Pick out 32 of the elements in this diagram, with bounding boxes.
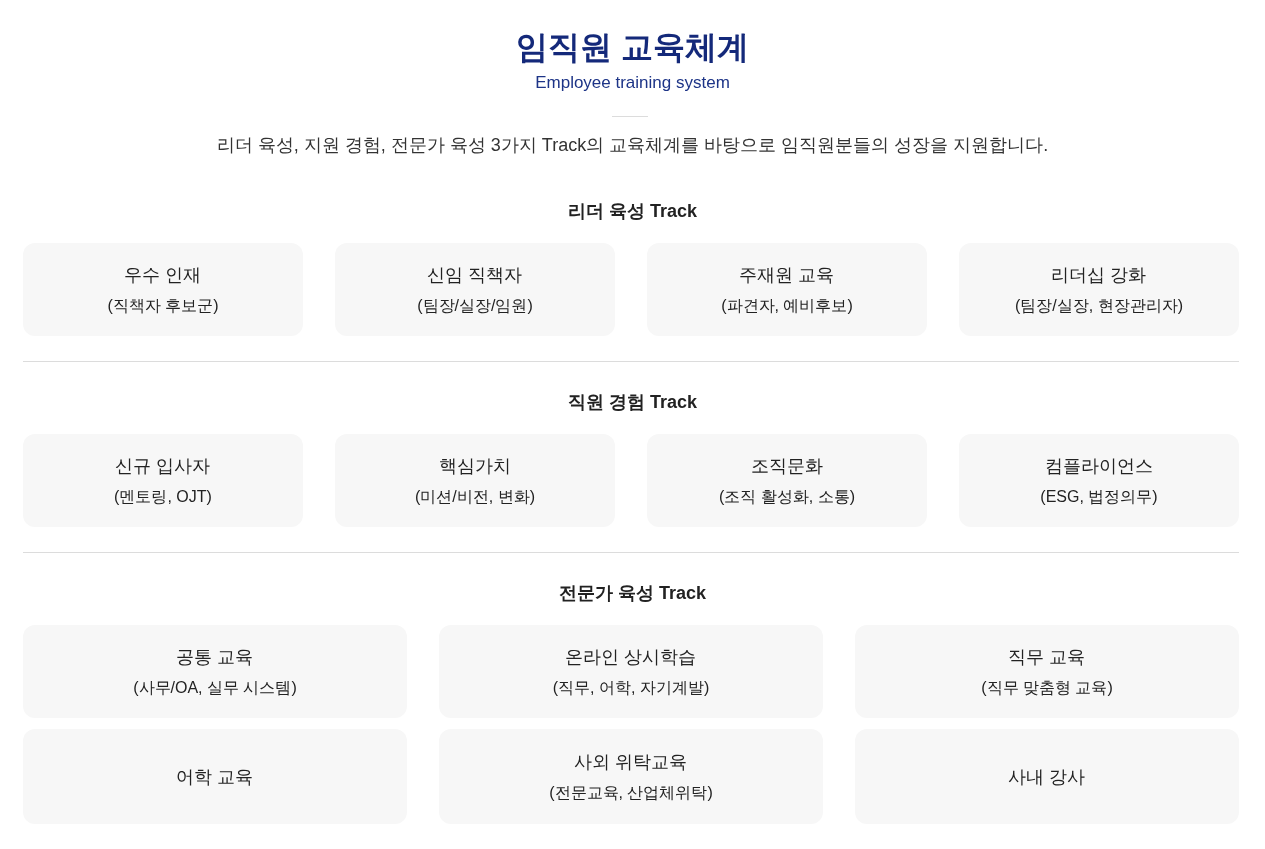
card-title: 사외 위탁교육 xyxy=(574,750,688,774)
card-title: 우수 인재 xyxy=(124,263,202,287)
card-subtitle: (팀장/실장/임원) xyxy=(417,295,533,316)
subtitle: Employee training system xyxy=(534,73,731,93)
card-title: 신규 입사자 xyxy=(115,454,211,478)
card-title: 조직문화 xyxy=(751,454,823,478)
section-heading: 직원 경험 Track xyxy=(566,391,698,414)
card-title: 주재원 교육 xyxy=(739,263,835,287)
section-heading: 리더 육성 Track xyxy=(566,200,698,223)
section-heading: 전문가 육성 Track xyxy=(557,582,707,605)
card-subtitle: (조직 활성화, 소통) xyxy=(719,486,855,507)
page-title: 임직원 교육체계 xyxy=(515,28,750,67)
description-text: 리더 육성, 지원 경험, 전문가 육성 3가지 Track의 교육체계를 바탕으로 임직원분들의 성장을 지원합니다. xyxy=(215,134,1050,157)
card-subtitle: (직무 맞춤형 교육) xyxy=(981,677,1113,698)
card-subtitle: (직책자 후보군) xyxy=(107,295,219,316)
card-title: 온라인 상시학습 xyxy=(565,645,697,669)
card-subtitle: (직무, 어학, 자기계발) xyxy=(552,677,710,698)
card-subtitle: (파견자, 예비후보) xyxy=(721,295,853,316)
card-title: 공통 교육 xyxy=(176,645,254,669)
card-title: 사내 강사 xyxy=(1008,765,1086,789)
card-title: 핵심가치 xyxy=(439,454,511,478)
card-subtitle: (전문교육, 산업체위탁) xyxy=(549,782,713,803)
card-title: 신임 직책자 xyxy=(427,263,523,287)
card-title: 컴플라이언스 xyxy=(1045,454,1153,478)
card-subtitle: (팀장/실장, 현장관리자) xyxy=(1015,295,1183,316)
card-subtitle: (사무/OA, 실무 시스템) xyxy=(133,677,297,698)
card-title: 직무 교육 xyxy=(1008,645,1086,669)
card-subtitle: (멘토링, OJT) xyxy=(114,486,212,507)
card-title: 어학 교육 xyxy=(176,765,254,789)
card-subtitle: (미션/비전, 변화) xyxy=(415,486,535,507)
card-subtitle: (ESG, 법정의무) xyxy=(1040,486,1158,507)
card-title: 리더십 강화 xyxy=(1051,263,1147,287)
